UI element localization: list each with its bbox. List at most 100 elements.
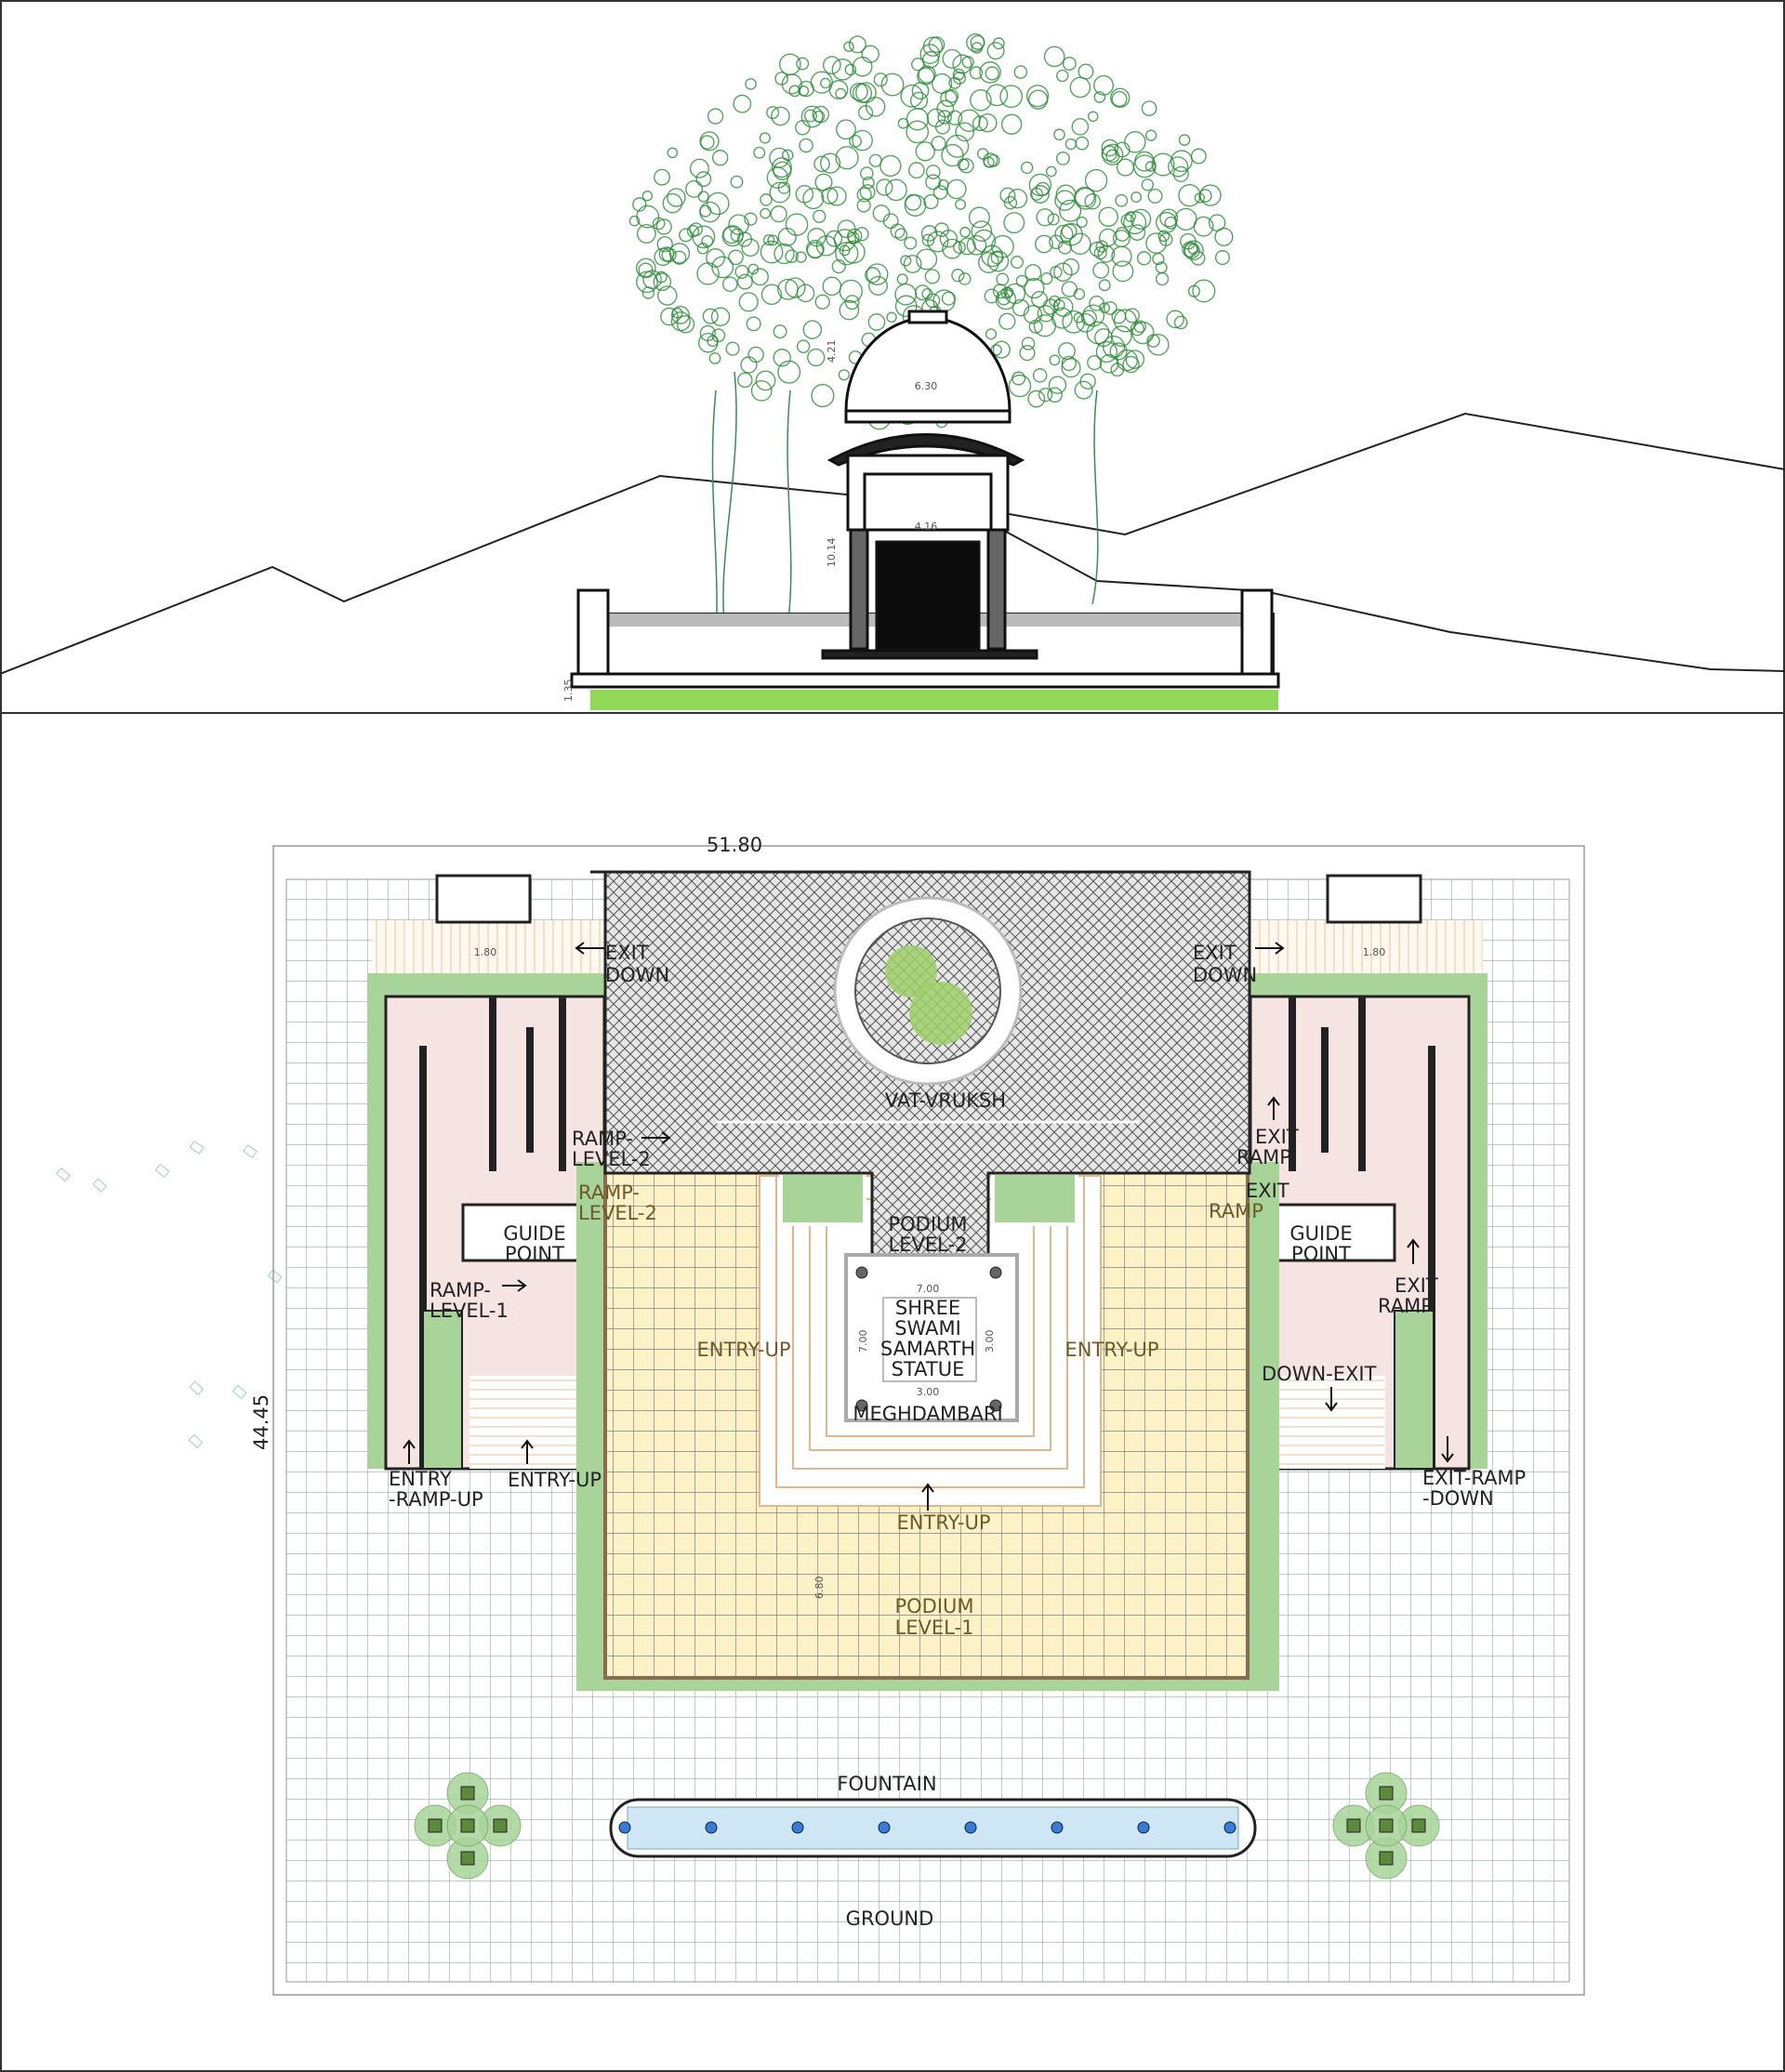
leaf-cluster — [1053, 297, 1074, 317]
leaf-cluster — [922, 36, 944, 57]
leaf-cluster — [1166, 310, 1185, 329]
dim-platform-depth: 7.00 — [857, 1330, 869, 1353]
leaf-outline — [154, 1163, 170, 1178]
leaf-cluster — [1141, 100, 1157, 116]
leaf-cluster — [736, 231, 753, 247]
leaf-cluster — [1214, 250, 1230, 266]
leaf-cluster — [1028, 319, 1043, 334]
leaf-cluster — [636, 224, 656, 244]
leaf-cluster — [932, 185, 948, 200]
leaf-cluster — [667, 147, 679, 159]
label-entry-up-right: ENTRY-UP — [1064, 1339, 1158, 1361]
leaf-cluster — [1190, 250, 1206, 266]
leaf-cluster — [831, 58, 854, 81]
leaf-cluster — [1058, 342, 1076, 361]
leaf-cluster — [736, 273, 753, 290]
leaf-cluster — [1178, 134, 1191, 146]
label-ramp-level-2-b: RAMP-LEVEL-2 — [578, 1181, 657, 1224]
leaf-cluster — [1112, 260, 1134, 283]
leaf-cluster — [803, 109, 817, 123]
leaf-cluster — [802, 187, 825, 210]
leaf-cluster — [1035, 234, 1053, 254]
planter — [460, 1818, 475, 1833]
leaf-cluster — [747, 346, 764, 363]
planter — [460, 1851, 475, 1866]
leaf-cluster — [685, 179, 704, 198]
leaf-cluster — [1061, 223, 1078, 240]
leaf-cluster — [725, 341, 740, 356]
leaf-cluster — [753, 146, 766, 159]
leaf-cluster — [1168, 156, 1189, 178]
leaf-cluster — [924, 269, 941, 284]
leaf-cluster — [795, 120, 811, 136]
leaf-cluster — [785, 277, 806, 298]
leaf-cluster — [1159, 208, 1179, 228]
leaf-cluster — [868, 275, 889, 296]
leaf-outline — [56, 1167, 71, 1182]
leaf-cluster — [886, 311, 897, 323]
elevation-view: 6.30 4.16 4.21 10.14 1.35 — [0, 33, 1785, 710]
leaf-cluster — [795, 251, 807, 263]
leaf-cluster — [1012, 298, 1030, 317]
leaf-cluster — [1062, 57, 1077, 71]
fountain-jet — [705, 1821, 718, 1834]
leaf-cluster — [628, 215, 641, 227]
leaf-outline — [188, 1433, 204, 1449]
leaf-cluster — [852, 56, 873, 77]
leaf-cluster — [1115, 227, 1130, 242]
dimension-frame — [272, 845, 1585, 1996]
leaf-cluster — [999, 85, 1024, 109]
corner-pillar-right — [1240, 588, 1274, 680]
leaf-cluster — [946, 178, 967, 200]
leaf-cluster — [1098, 206, 1118, 227]
leaf-cluster — [923, 193, 939, 210]
leaf-cluster — [958, 272, 972, 285]
leaf-cluster — [1144, 129, 1157, 141]
leaf-cluster — [1093, 74, 1115, 96]
hill-outline — [0, 412, 1785, 675]
leaf-cluster — [802, 320, 823, 339]
leaf-cluster — [1084, 168, 1108, 192]
leaf-cluster — [1155, 271, 1170, 286]
leaf-cluster — [876, 178, 893, 196]
fountain-jet — [618, 1821, 631, 1834]
leaf-cluster — [1019, 345, 1036, 362]
leaf-cluster — [769, 181, 791, 204]
leaf-cluster — [702, 308, 719, 324]
leaf-cluster — [1020, 161, 1034, 175]
leaf-cluster — [1071, 118, 1090, 136]
dim-statue-width: 3.00 — [917, 1386, 940, 1398]
leaf-cluster — [856, 198, 871, 213]
leaf-cluster — [1048, 376, 1067, 394]
leaf-cluster — [1047, 213, 1060, 226]
leaf-cluster — [1038, 388, 1053, 403]
leaf-cluster — [1025, 85, 1050, 108]
leaf-cluster — [952, 68, 965, 81]
label-exit-ramp-down: EXIT-RAMP-DOWN — [1422, 1467, 1526, 1510]
leaf-cluster — [1147, 188, 1163, 204]
leaf-cluster — [766, 166, 789, 189]
leaf-cluster — [992, 340, 1011, 359]
leaf-cluster — [1056, 69, 1069, 83]
leaf-cluster — [1130, 191, 1143, 204]
leaf-cluster — [918, 65, 936, 84]
leaf-cluster — [813, 155, 830, 173]
leaf-cluster — [1079, 373, 1096, 390]
leaf-cluster — [1158, 232, 1173, 246]
leaf-cluster — [1183, 240, 1204, 261]
plinth — [570, 672, 1280, 689]
leaf-cluster — [1024, 278, 1045, 299]
leaf-cluster — [766, 106, 780, 120]
leaf-cluster — [951, 269, 965, 283]
leaf-cluster — [855, 82, 877, 104]
leaf-cluster — [1003, 212, 1025, 234]
leaf-cluster — [1124, 308, 1140, 323]
leaf-cluster — [781, 149, 794, 162]
leaf-cluster — [700, 135, 715, 150]
leaf-cluster — [835, 146, 859, 170]
leaf-cluster — [759, 132, 771, 144]
leaf-cluster — [987, 250, 1010, 272]
